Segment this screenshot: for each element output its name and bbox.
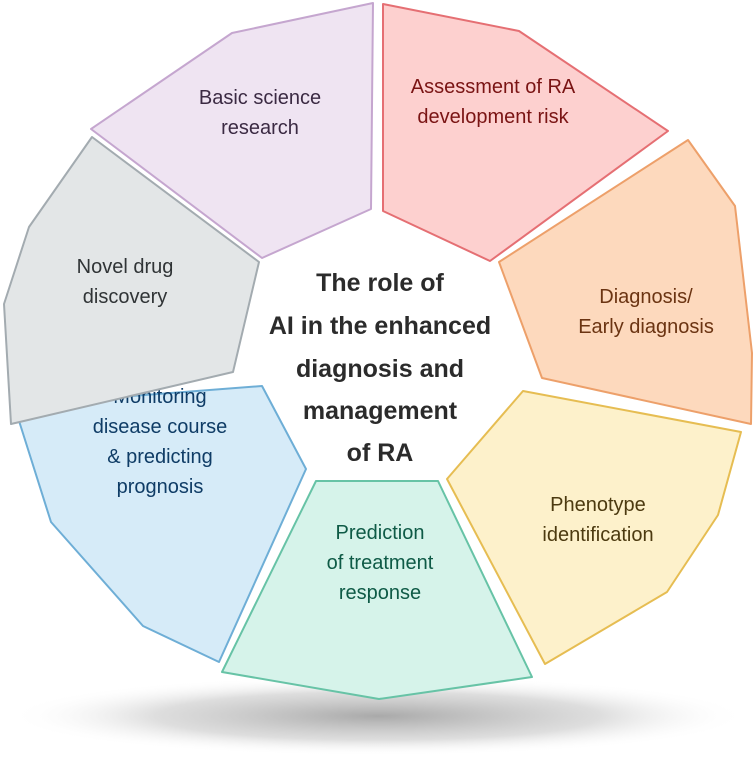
segment-5 <box>3 136 260 425</box>
segment-label-line: Diagnosis/ <box>599 286 693 308</box>
center-title-line: diagnosis and <box>296 355 464 383</box>
segments-group: Assessment of RA development riskDiagnosi… <box>3 2 753 700</box>
segment-1 <box>498 139 753 425</box>
segment-label-line: of treatment <box>327 552 434 574</box>
segment-label-line: & predicting <box>107 446 213 468</box>
segment-2 <box>446 390 742 665</box>
drop-shadow <box>8 676 748 756</box>
segment-0 <box>382 3 669 262</box>
segment-label-line: research <box>221 117 299 139</box>
segment-label-line: Novel drug <box>77 256 174 278</box>
center-title-line: of RA <box>347 439 414 467</box>
segment-label-line: Basic science <box>199 87 321 109</box>
center-title-line: The role of <box>316 269 444 297</box>
center-title-line: AI in the enhanced <box>269 312 491 340</box>
segment-label-line: response <box>339 582 421 604</box>
segment-3 <box>221 480 533 700</box>
segment-label-line: disease course <box>93 416 228 438</box>
segment-label-line: Assessment of RA <box>411 76 576 98</box>
segment-label-line: Early diagnosis <box>578 316 714 338</box>
segment-label-line: prognosis <box>117 476 204 498</box>
segment-label-line: Prediction <box>336 522 425 544</box>
segment-6 <box>90 2 374 259</box>
segment-label-line: development risk <box>417 106 569 128</box>
segment-label-line: identification <box>542 524 653 546</box>
segment-label-line: Phenotype <box>550 494 646 516</box>
segment-label-line: discovery <box>83 286 167 308</box>
center-hub: The role of AI in the enhanced diagnosis… <box>269 269 491 467</box>
center-title-line: management <box>303 397 458 425</box>
